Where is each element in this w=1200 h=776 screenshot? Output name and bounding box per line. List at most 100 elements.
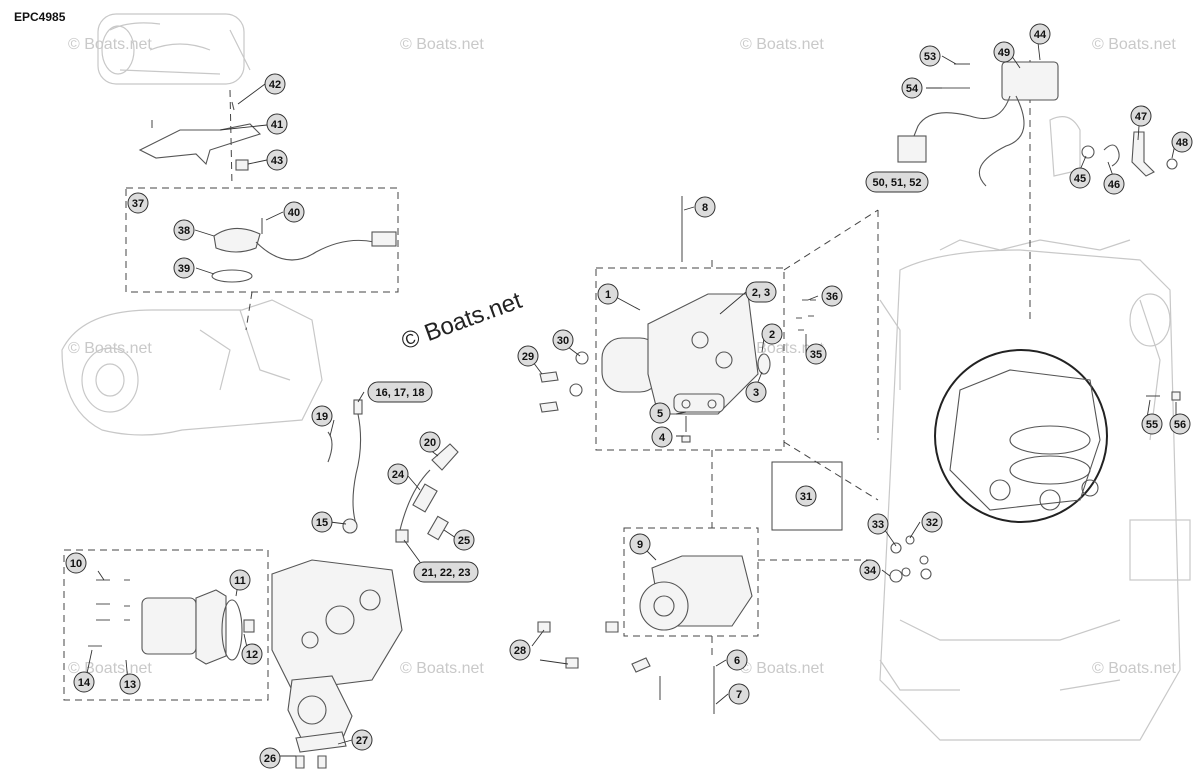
sensor-part	[342, 518, 358, 534]
callout-49-label: 49	[998, 47, 1010, 59]
callout-35[interactable]: 35	[805, 343, 827, 365]
callout-12-label: 12	[246, 649, 258, 661]
callout-20[interactable]: 20	[419, 431, 441, 453]
bolt-part	[537, 621, 551, 633]
callout-35-label: 35	[810, 349, 822, 361]
harness-wire	[909, 95, 1011, 147]
callout-38-label: 38	[178, 225, 190, 237]
nut-part	[235, 159, 249, 171]
callout-39-label: 39	[178, 263, 190, 275]
callout-26[interactable]: 26	[259, 747, 281, 769]
clip-part	[327, 431, 333, 463]
callout-1[interactable]: 1	[597, 283, 619, 305]
callout-38[interactable]: 38	[173, 219, 195, 241]
motor-assembly	[141, 589, 255, 665]
oring-part	[889, 569, 903, 583]
callout-37[interactable]: 37	[127, 192, 149, 214]
callout-13[interactable]: 13	[119, 673, 141, 695]
kit-box-31	[771, 461, 843, 531]
watermark: © Boats.net	[740, 36, 824, 53]
lever-part	[1131, 131, 1155, 177]
callout-19-label: 19	[316, 411, 328, 423]
callout-2-3[interactable]: 2, 3	[745, 281, 777, 303]
callout-32[interactable]: 32	[921, 511, 943, 533]
callout-24[interactable]: 24	[387, 463, 409, 485]
callout-4[interactable]: 4	[651, 426, 673, 448]
callout-16-17-18[interactable]: 16, 17, 18	[367, 381, 433, 403]
washer-part	[575, 351, 589, 365]
callout-14[interactable]: 14	[73, 671, 95, 693]
spring-part	[681, 435, 691, 443]
callout-29-label: 29	[522, 351, 534, 363]
harness-wire	[978, 95, 1025, 187]
callout-28-label: 28	[514, 645, 526, 657]
callout-39[interactable]: 39	[173, 257, 195, 279]
fitting-part	[412, 483, 438, 513]
spring-part	[1103, 144, 1120, 167]
callout-48[interactable]: 48	[1171, 131, 1193, 153]
watermark: © Boats.net	[1092, 660, 1176, 677]
callout-27-label: 27	[356, 735, 368, 747]
callout-21-22-23[interactable]: 21, 22, 23	[413, 561, 479, 583]
nut-part	[1171, 391, 1181, 401]
callout-46-label: 46	[1108, 179, 1120, 191]
callout-43[interactable]: 43	[266, 149, 288, 171]
callout-49[interactable]: 49	[993, 41, 1015, 63]
callout-31-label: 31	[800, 491, 812, 503]
callout-15[interactable]: 15	[311, 511, 333, 533]
callout-44-label: 44	[1034, 29, 1047, 41]
sensor-part	[213, 227, 261, 253]
callout-41[interactable]: 41	[266, 113, 288, 135]
callout-31[interactable]: 31	[795, 485, 817, 507]
callout-27[interactable]: 27	[351, 729, 373, 751]
screw-part	[231, 101, 235, 111]
callout-45[interactable]: 45	[1069, 167, 1091, 189]
callout-34[interactable]: 34	[859, 559, 881, 581]
callout-6-label: 6	[734, 655, 740, 667]
callout-48-label: 48	[1176, 137, 1188, 149]
callout-54[interactable]: 54	[901, 77, 923, 99]
callout-29[interactable]: 29	[517, 345, 539, 367]
callout-42[interactable]: 42	[264, 73, 286, 95]
callout-25-label: 25	[458, 535, 470, 547]
callout-5[interactable]: 5	[649, 402, 671, 424]
callout-36[interactable]: 36	[821, 285, 843, 307]
group-box-37	[125, 187, 399, 293]
callout-56[interactable]: 56	[1169, 413, 1191, 435]
callout-25[interactable]: 25	[453, 529, 475, 551]
callout-40[interactable]: 40	[283, 201, 305, 223]
fitting-part	[395, 529, 409, 543]
callout-10[interactable]: 10	[65, 552, 87, 574]
callout-6[interactable]: 6	[726, 649, 748, 671]
callout-44[interactable]: 44	[1029, 23, 1051, 45]
callout-53[interactable]: 53	[919, 45, 941, 67]
callout-9[interactable]: 9	[629, 533, 651, 555]
callout-19[interactable]: 19	[311, 405, 333, 427]
background-outboard-mid	[61, 299, 323, 436]
sensor-part	[353, 399, 363, 415]
callout-2[interactable]: 2	[761, 323, 783, 345]
callout-40-label: 40	[288, 207, 300, 219]
callout-7[interactable]: 7	[728, 683, 750, 705]
callout-43-label: 43	[271, 155, 283, 167]
callout-50-51-52-label: 50, 51, 52	[873, 177, 922, 189]
callout-55[interactable]: 55	[1141, 413, 1163, 435]
callout-30[interactable]: 30	[552, 329, 574, 351]
callout-14-label: 14	[78, 677, 91, 689]
callout-46[interactable]: 46	[1103, 173, 1125, 195]
diagram-code: EPC4985	[14, 10, 66, 24]
callout-50-51-52[interactable]: 50, 51, 52	[865, 171, 929, 193]
callout-3[interactable]: 3	[745, 381, 767, 403]
callout-11[interactable]: 11	[229, 569, 251, 591]
callout-13-label: 13	[124, 679, 136, 691]
callout-8[interactable]: 8	[694, 196, 716, 218]
callout-2-3-label: 2, 3	[752, 287, 770, 299]
callout-12[interactable]: 12	[241, 643, 263, 665]
callout-28[interactable]: 28	[509, 639, 531, 661]
valve-body-assembly	[271, 559, 403, 741]
oring-part	[919, 555, 929, 565]
valve-part	[757, 353, 771, 375]
callout-33[interactable]: 33	[867, 513, 889, 535]
callout-47[interactable]: 47	[1130, 105, 1152, 127]
callout-10-label: 10	[70, 558, 82, 570]
